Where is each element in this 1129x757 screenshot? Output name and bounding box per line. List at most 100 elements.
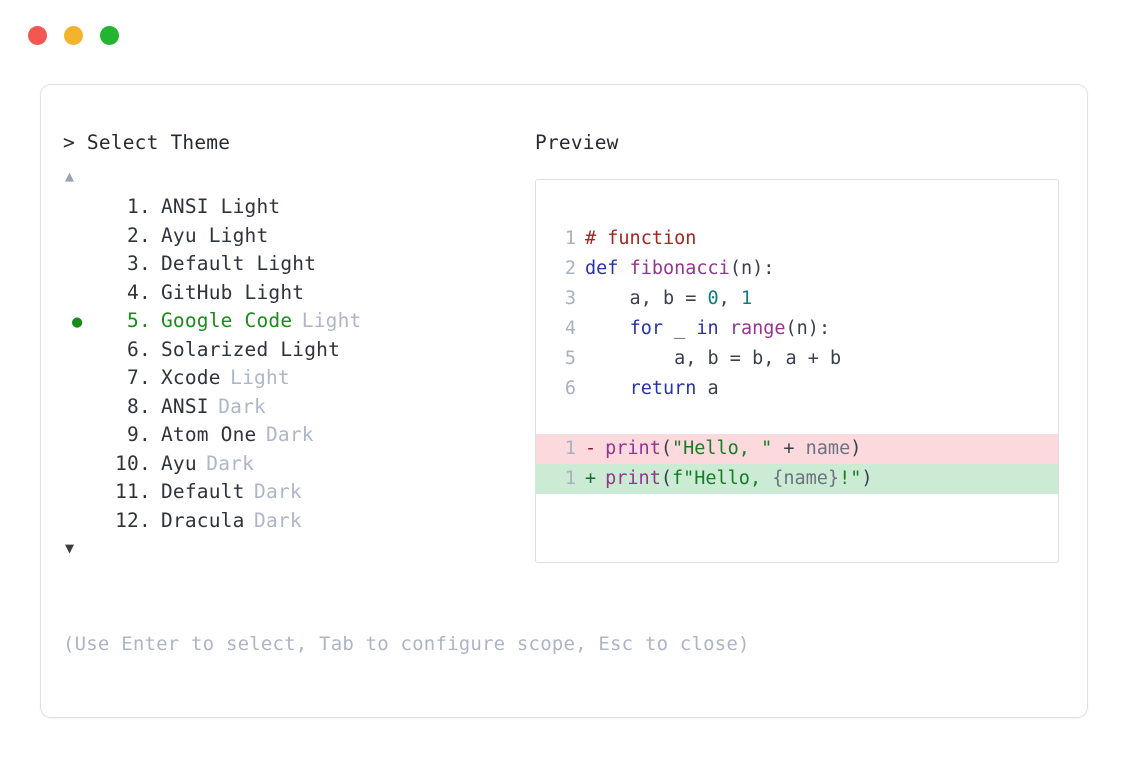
code-line-content: for _ in range(n): <box>585 314 831 344</box>
theme-list-item[interactable]: 3.Default Light <box>63 250 533 279</box>
theme-item-separator: . <box>139 309 151 332</box>
code-line-number: 5 <box>564 348 576 369</box>
theme-item-index: 1 <box>127 195 139 218</box>
code-spacer <box>536 404 1058 434</box>
code-token-num: 1 <box>740 288 753 309</box>
theme-item-name: GitHub Light <box>160 280 305 304</box>
code-token-plain <box>585 318 630 339</box>
theme-item-index: 7 <box>127 366 139 389</box>
diff-line-content: print("Hello, " + name) <box>605 434 861 464</box>
theme-list-item[interactable]: 2.Ayu Light <box>63 222 533 251</box>
theme-item-index: 9 <box>127 423 139 446</box>
diff-block: 1-print("Hello, " + name)1+print(f"Hello… <box>536 434 1058 494</box>
prompt-caret-icon: > <box>63 131 75 154</box>
theme-list-item[interactable]: 1.ANSI Light <box>63 193 533 222</box>
code-line-number: 3 <box>564 288 576 309</box>
theme-list-item[interactable]: 4.GitHub Light <box>63 279 533 308</box>
diff-line-number: 1 <box>564 468 576 489</box>
close-button[interactable] <box>28 25 47 45</box>
theme-item-index: 11 <box>115 480 139 503</box>
theme-item-index: 3 <box>127 252 139 275</box>
code-token-fn: fibonacci <box>629 258 730 279</box>
code-line-content: def fibonacci(n): <box>585 254 774 284</box>
theme-item-index: 12 <box>115 508 139 532</box>
prompt-title: Select Theme <box>86 131 231 154</box>
theme-item-name: Ayu <box>160 451 197 475</box>
code-token-plain <box>585 378 630 399</box>
scroll-down-icon[interactable]: ▼ <box>65 539 75 557</box>
code-token-plain: + <box>772 438 806 459</box>
code-token-kw: for <box>629 318 663 339</box>
code-line: 4 for _ in range(n): <box>536 314 1058 344</box>
theme-item-separator: . <box>139 423 151 446</box>
code-token-kw: return <box>629 378 697 399</box>
theme-item-variant-badge: Dark <box>254 508 302 532</box>
code-line-number: 2 <box>564 258 576 279</box>
code-token-kw: def <box>585 258 630 279</box>
diff-minus-icon: - <box>585 438 597 459</box>
diff-added-line: 1 + print(f"Hello, {name}!") <box>536 464 1058 494</box>
scroll-up-icon[interactable]: ▲ <box>65 167 75 185</box>
code-token-punct: (n): <box>729 258 775 279</box>
code-token-fn: range <box>729 318 786 339</box>
code-line: 1 # function <box>536 224 1058 254</box>
theme-item-name: Ayu Light <box>160 223 269 247</box>
code-line: 5 a, b = b, a + b <box>536 344 1058 374</box>
theme-item-separator: . <box>139 508 151 532</box>
theme-item-index: 2 <box>127 223 139 247</box>
keyboard-hint: (Use Enter to select, Tab to configure s… <box>63 633 750 655</box>
theme-item-name: Google Code <box>160 309 293 332</box>
code-token-var: {name} <box>772 468 840 489</box>
theme-item-index: 5 <box>127 309 139 332</box>
code-token-punct: ) <box>861 468 873 489</box>
code-token-plain <box>719 318 730 339</box>
code-token-fn: print <box>605 468 661 489</box>
code-token-comment: # function <box>585 228 697 249</box>
code-token-str: !" <box>839 468 862 489</box>
theme-item-separator: . <box>139 366 151 389</box>
code-token-plain: a, b = b, a + b <box>585 348 842 369</box>
window-titlebar <box>0 0 1129 70</box>
code-token-punct: ) <box>850 438 862 459</box>
theme-item-variant-badge: Light <box>230 366 290 389</box>
theme-item-separator: . <box>139 451 151 475</box>
code-line-number: 6 <box>564 378 576 399</box>
theme-item-variant-badge: Dark <box>206 451 255 475</box>
theme-item-name: Default <box>160 480 245 503</box>
page-title <box>75 131 87 154</box>
code-line-content: # function <box>585 224 696 254</box>
diff-line-number: 1 <box>564 438 576 459</box>
prompt-header: > Select Theme <box>63 129 533 157</box>
minimize-button[interactable] <box>64 25 83 45</box>
theme-item-separator: . <box>139 252 151 275</box>
code-token-plain: a <box>696 378 719 399</box>
code-token-num: 0 <box>707 288 719 309</box>
diff-line-content: print(f"Hello, {name}!") <box>605 464 872 494</box>
code-token-plain: a, b = <box>585 288 708 309</box>
code-line-number: 1 <box>564 228 576 249</box>
preview-label: Preview <box>535 131 619 154</box>
code-token-punct: ( <box>660 468 672 489</box>
theme-item-separator: . <box>139 394 151 418</box>
theme-item-separator: . <box>139 480 151 503</box>
code-token-punct: ( <box>660 438 672 459</box>
diff-removed-line: 1-print("Hello, " + name) <box>536 434 1058 464</box>
theme-item-separator: . <box>139 280 151 304</box>
zoom-button[interactable] <box>100 25 119 45</box>
code-token-kw: in <box>696 318 719 339</box>
code-token-punct: (n): <box>785 318 831 339</box>
theme-list-item[interactable]: 6.Solarized Light <box>63 336 533 365</box>
diff-plus-icon: + <box>585 468 597 489</box>
